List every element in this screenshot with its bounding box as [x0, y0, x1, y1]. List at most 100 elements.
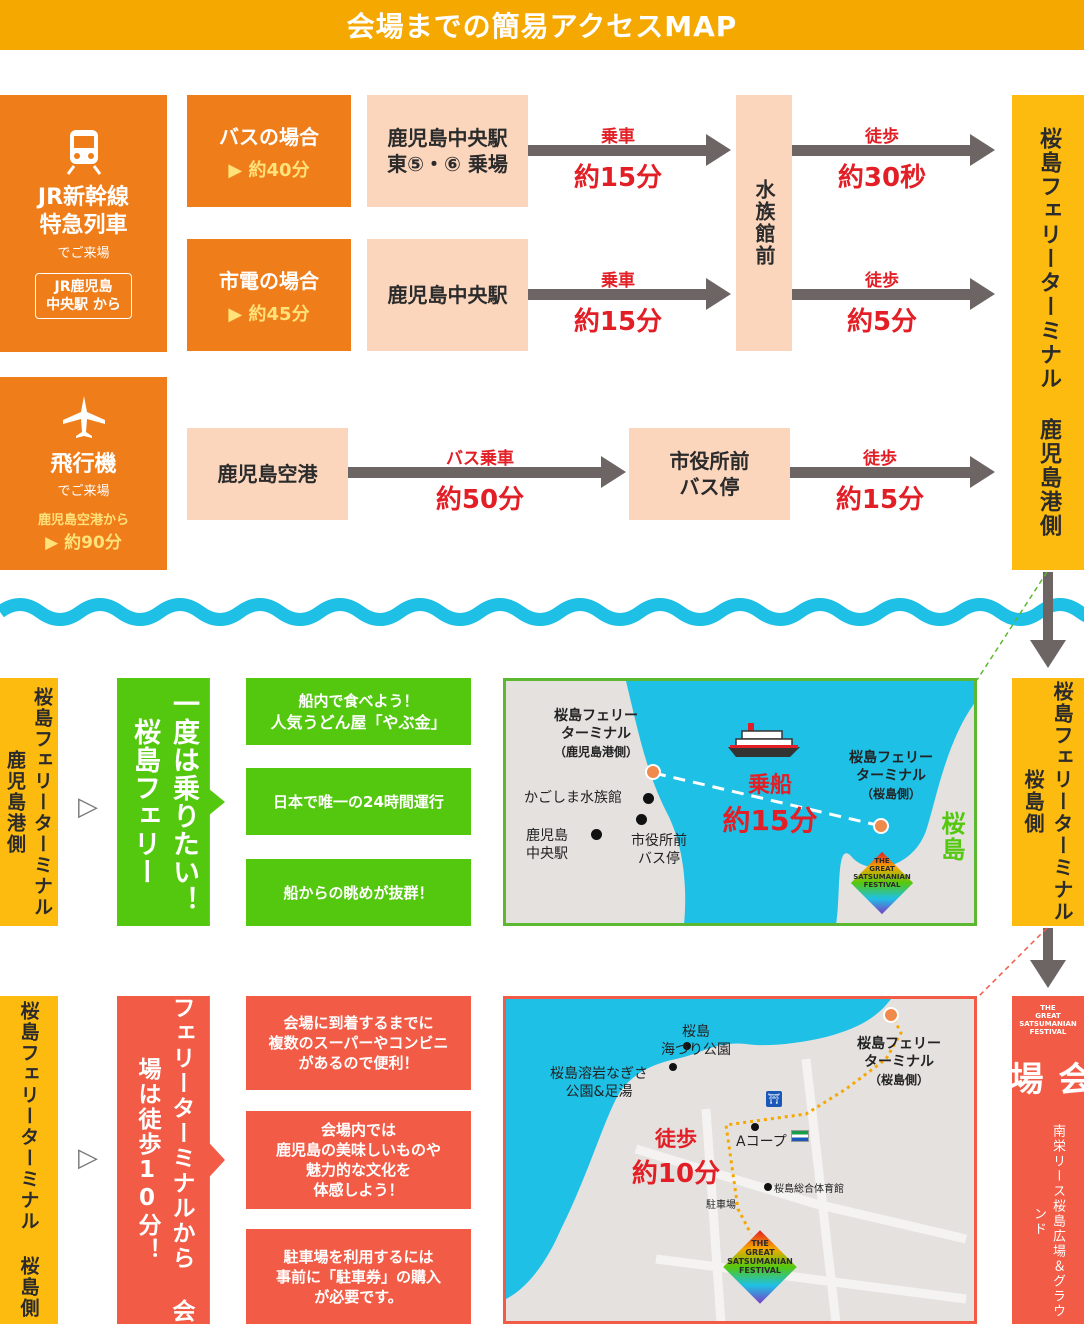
kagoshima-terminal-marker — [645, 764, 661, 780]
venue-name: 南栄リース桜島広場＆グラウンド — [1031, 1124, 1065, 1320]
cityhall-box: 市役所前 バス停 — [629, 428, 790, 520]
walk-point-3: 駐車場を利用するには 事前に「駐車券」の購入 が必要です。 — [246, 1229, 471, 1324]
ferry-point-3-text: 船からの眺めが抜群！ — [283, 884, 434, 902]
walk-label-3: 徒歩 — [863, 449, 897, 469]
ride-time-1-value: 約15分 — [573, 163, 663, 193]
ferry-map-kago-terminal-line2: ターミナル — [561, 726, 631, 742]
walk-point-3-line1: 駐車場を利用するには — [283, 1247, 434, 1266]
down-arrow-1 — [1030, 572, 1066, 668]
venue-title: 会場 — [1003, 1060, 1084, 1097]
logo-line2: GREAT — [869, 865, 895, 873]
ferry-point-3: 船からの眺めが抜群！ — [246, 859, 471, 926]
festival-logo: THE GREAT SATSUMANIAN FESTIVAL — [850, 851, 914, 915]
walk-map: ⛩ 桜島 海づり公園 桜島溶岩なぎさ 公園&足湯 桜島フェリー ターミナル （桜… — [503, 996, 977, 1324]
walk-point-1-line3: があるので便利！ — [298, 1054, 419, 1072]
bus-stop-line2: 東⑤・⑥ 乗場 — [387, 152, 508, 176]
walk-point-2-line2: 鹿児島の美味しいものや — [275, 1141, 441, 1159]
walk-left-label-text: 桜島フェリーターミナル 桜島側 — [17, 1001, 40, 1319]
down-arrow-2 — [1030, 928, 1066, 988]
ferry-map-island: 桜島 — [937, 811, 965, 863]
acoop-marker — [751, 1123, 759, 1131]
cityhall-marker — [636, 814, 647, 825]
ferry-map-sakura-terminal-line3: （桜島側） — [860, 787, 921, 801]
cityhall-line2: バス停 — [679, 475, 740, 499]
ride-label-2: 乗車 — [601, 271, 635, 291]
lava-park-marker — [669, 1063, 677, 1071]
walk-map-sea — [506, 999, 968, 1321]
bus-stop-box: 鹿児島中央駅 東⑤・⑥ 乗場 — [367, 95, 528, 207]
walk-map-time: 徒歩 約10分 — [616, 1123, 736, 1190]
walk-point-3-line2: 事前に「駐車券」の購入 — [275, 1267, 441, 1286]
ship-icon — [728, 723, 800, 757]
ferry-map-chuo-line2: 中央駅 — [526, 846, 568, 862]
ferry-highlight: 一度は乗りたい！ 桜島フェリー — [117, 678, 225, 926]
airport-text: 鹿児島空港 — [217, 462, 318, 486]
venue-column: THE GREAT SATSUMANIAN FESTIVAL 会場 南栄リース桜… — [1003, 996, 1084, 1324]
ferry-point-1-line2: 人気うどん屋「やぶ金」 — [270, 712, 447, 732]
walk-point-2: 会場内では 鹿児島の美味しいものや 魅力的な文化を 体感しよう！ — [246, 1111, 471, 1209]
train-icon — [66, 130, 101, 175]
train-card: JR新幹線 特急列車 でご来場 JR鹿児島 中央駅 から — [0, 95, 167, 352]
tram-case-title: 市電の場合 — [219, 268, 319, 293]
walk-map-terminal: 桜島フェリー ターミナル （桜島側） — [834, 1035, 964, 1089]
tram-stop-box: 鹿児島中央駅 — [367, 239, 528, 351]
ferry-boat-label: 乗船 — [747, 773, 792, 798]
venue-logo-line4: FESTIVAL — [1029, 1028, 1067, 1036]
ferry-map-sakura-terminal: 桜島フェリー ターミナル （桜島側） — [826, 749, 956, 803]
train-sub: でご来場 — [57, 246, 110, 261]
walk-highlight-text: フェリーターミナルから 会場は徒歩10分！ — [134, 996, 194, 1324]
train-title: JR新幹線 特急列車 — [38, 184, 129, 240]
walk-map-walk-time: 約10分 — [631, 1159, 721, 1189]
bus-case-time-value: 約40分 — [248, 159, 310, 181]
walk-time-15-value: 約15分 — [835, 485, 925, 515]
ferry-map-aquarium: かごしま水族館 — [524, 790, 622, 806]
logo-map-line4: FESTIVAL — [738, 1266, 782, 1275]
store-icon — [791, 1130, 809, 1142]
ferry-map-chuo-line1: 鹿児島 — [526, 828, 568, 844]
chevron-right-icon: ▷ — [78, 792, 98, 822]
walk-time-5-value: 約5分 — [846, 307, 918, 337]
airplane-icon — [62, 396, 105, 438]
walk-point-1-line1: 会場に到着するまでに — [283, 1014, 434, 1032]
ferry-map-cityhall-line2: バス停 — [638, 851, 680, 867]
walk-map-walk-label: 徒歩 — [655, 1127, 697, 1151]
ferry-map-cityhall-line1: 市役所前 — [631, 833, 687, 849]
ride-label-1: 乗車 — [601, 127, 635, 147]
ferry-map-cityhall: 市役所前 バス停 — [631, 832, 687, 868]
ferry-point-1-line1: 船内で食べよう！ — [298, 691, 419, 710]
venue-logo: THE GREAT SATSUMANIAN FESTIVAL — [1019, 1004, 1077, 1036]
walk-label-1: 徒歩 — [865, 127, 899, 147]
ferry-boat-time-value: 約15分 — [722, 804, 818, 837]
aquarium-stop-text: 水族館前 — [752, 179, 776, 267]
venue-logo-line2: GREAT — [1035, 1012, 1061, 1020]
ferry-map-sakura-terminal-line2: ターミナル — [856, 768, 926, 784]
page-title: 会場までの簡易アクセスMAP — [0, 0, 1084, 50]
tram-stop-text: 鹿児島中央駅 — [387, 283, 508, 307]
page-title-text: 会場までの簡易アクセスMAP — [346, 10, 738, 43]
walk-map-park-line1: 桜島 — [682, 1024, 710, 1040]
sea-wave — [0, 598, 1084, 626]
terminal-sakurajima-column: 桜島フェリーターミナル 桜島側 — [1012, 678, 1084, 926]
ferry-map-kago-terminal-line3: （鹿児島港側） — [553, 745, 638, 759]
plane-time-value: 約90分 — [64, 533, 122, 553]
bus-ride-time-value: 約50分 — [435, 485, 525, 515]
ferry-left-label-text: 桜島フェリーターミナル 鹿児島港側 — [4, 686, 53, 918]
walk-label-2: 徒歩 — [865, 271, 899, 291]
walk-map-park: 桜島 海づり公園 — [661, 1023, 731, 1059]
plane-card: 飛行機 でご来場 鹿児島空港から ▶ 約90分 — [0, 377, 167, 570]
plane-title: 飛行機 — [50, 452, 117, 477]
logo-map-line2: GREAT — [745, 1248, 775, 1257]
walk-highlight: フェリーターミナルから 会場は徒歩10分！ — [117, 996, 225, 1324]
train-title-line2: 特急列車 — [39, 213, 128, 238]
route-arrows — [348, 134, 995, 488]
airport-box: 鹿児島空港 — [187, 428, 348, 520]
logo-line4: FESTIVAL — [863, 881, 901, 889]
fishing-park-marker — [683, 1042, 691, 1050]
ferry-map-connector — [976, 571, 1048, 681]
walk-map-lava: 桜島溶岩なぎさ 公園&足湯 — [550, 1065, 648, 1101]
walk-point-2-line3: 魅力的な文化を — [305, 1161, 411, 1179]
train-from-line1: JR鹿児島 — [54, 279, 113, 295]
tram-case-time-value: 約45分 — [248, 303, 310, 325]
bus-ride-time: 約50分 — [405, 479, 555, 516]
walk-point-2-line1: 会場内では — [320, 1121, 396, 1139]
